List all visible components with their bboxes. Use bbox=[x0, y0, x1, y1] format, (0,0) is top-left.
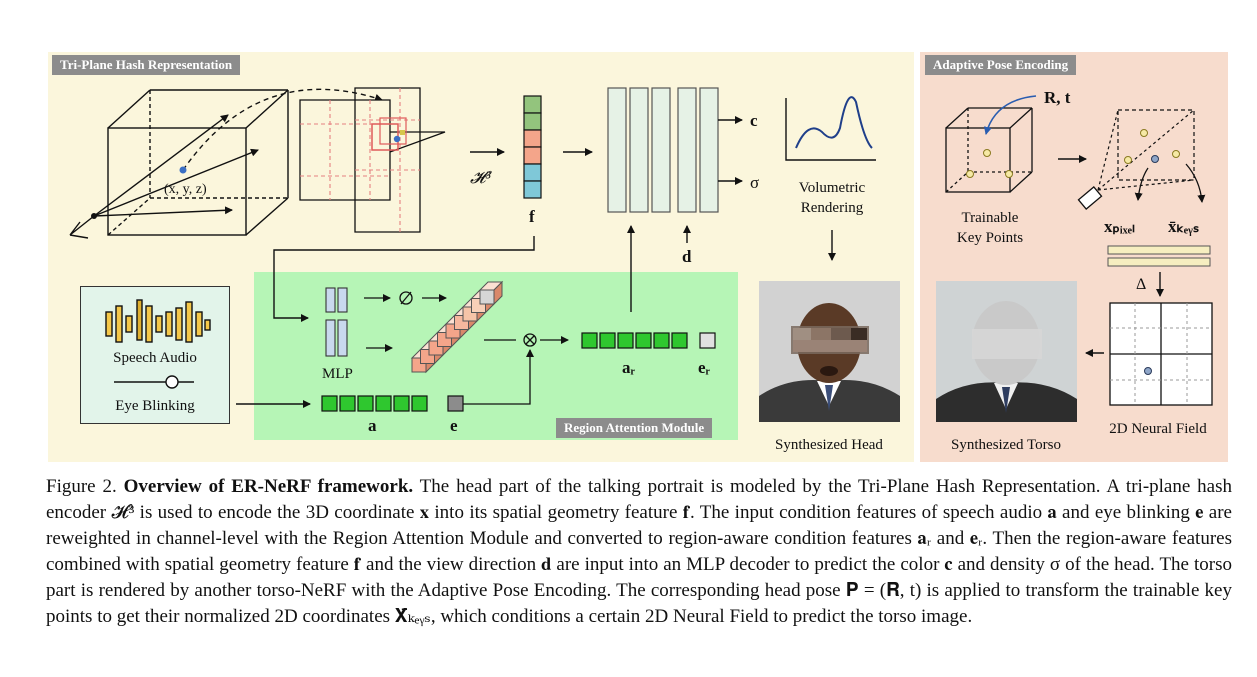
blink-feature-e bbox=[447, 395, 464, 412]
sigmoid-icon bbox=[399, 291, 413, 305]
triplane-title: Tri-Plane Hash Representation bbox=[52, 55, 241, 75]
sample-point bbox=[179, 166, 187, 174]
attention-mlp bbox=[325, 287, 348, 357]
pose-rt-label: R, t bbox=[1044, 88, 1071, 107]
keypoint-cube bbox=[945, 107, 1033, 193]
region-attention-title: Region Attention Module bbox=[556, 418, 713, 438]
caption-prefix: Figure 2. bbox=[46, 476, 124, 497]
pixel-point bbox=[1151, 155, 1159, 163]
projected-keypoint bbox=[1124, 156, 1132, 164]
feature-vector-f bbox=[523, 95, 542, 199]
attention-weight-stack bbox=[410, 280, 504, 374]
field-query-point bbox=[1144, 367, 1152, 375]
grid-sample-point bbox=[393, 135, 401, 143]
arrow-condition-to-multiply bbox=[460, 349, 534, 405]
camera-icon bbox=[1077, 186, 1103, 210]
key-points-label: Key Points bbox=[957, 230, 1023, 246]
synthesized-torso-image bbox=[936, 281, 1077, 422]
synthesized-head-image bbox=[759, 281, 900, 422]
region-aware-feature-er bbox=[699, 332, 716, 349]
neural-field-label: 2D Neural Field bbox=[1109, 421, 1207, 437]
projected-keypoint bbox=[1140, 129, 1148, 137]
arrow-to-xkeys bbox=[1185, 163, 1206, 203]
keypoint bbox=[966, 170, 974, 178]
multiply-icon bbox=[523, 333, 537, 347]
weight-cube-side bbox=[493, 280, 503, 306]
keypoint bbox=[1005, 170, 1013, 178]
eye-blinking-label: Eye Blinking bbox=[115, 398, 195, 414]
arrow-to-xpixel bbox=[1134, 167, 1149, 201]
projected-keypoint bbox=[1172, 150, 1180, 158]
x-keys-label: x̄ₖₑᵧₛ bbox=[1168, 217, 1199, 236]
waveform-icon bbox=[105, 299, 211, 343]
rendering-curve bbox=[785, 96, 876, 161]
ar-label: aᵣ bbox=[622, 358, 636, 377]
hash-cell bbox=[400, 130, 405, 135]
blink-e-label: e bbox=[450, 416, 458, 435]
mlp-label: MLP bbox=[322, 366, 353, 382]
synthesized-head-label: Synthesized Head bbox=[775, 437, 883, 453]
figure-caption: Figure 2. Overview of ER-NeRF framework.… bbox=[46, 474, 1232, 630]
coord-label: (x, y, z) bbox=[164, 182, 207, 197]
arrow-f-to-attention bbox=[273, 236, 535, 322]
feature-f-label: f bbox=[529, 207, 535, 226]
camera-rays bbox=[69, 88, 383, 239]
adaptive-pose-title: Adaptive Pose Encoding bbox=[925, 55, 1077, 75]
density-sigma-label: σ bbox=[750, 173, 759, 192]
delta-label: Δ bbox=[1136, 276, 1146, 293]
rendering-label: Rendering bbox=[801, 200, 864, 216]
audio-feature-a bbox=[321, 395, 428, 412]
er-label: eᵣ bbox=[698, 358, 711, 377]
caption-title: Overview of ER-NeRF framework. bbox=[123, 476, 414, 497]
color-c-label: c bbox=[750, 111, 758, 130]
mlp-decoder bbox=[607, 87, 719, 213]
camera-origin bbox=[91, 213, 97, 219]
speech-audio-label: Speech Audio bbox=[113, 350, 197, 366]
keypoint bbox=[983, 149, 991, 157]
audio-a-label: a bbox=[368, 416, 377, 435]
weight-cube-front bbox=[479, 289, 495, 305]
projection-plane bbox=[1097, 109, 1195, 191]
blink-slider-icon bbox=[114, 375, 194, 389]
synthesized-torso-label: Synthesized Torso bbox=[951, 437, 1061, 453]
neural-field-grid bbox=[1109, 302, 1213, 406]
hash-encoder-label: 𝓗³ bbox=[470, 168, 492, 187]
trainable-label: Trainable bbox=[962, 210, 1019, 226]
caption-body: The head part of the talking portrait is… bbox=[46, 476, 1232, 627]
x-pixel-label: xₚᵢₓₑₗ bbox=[1104, 217, 1135, 236]
direction-d-label: d bbox=[682, 247, 692, 266]
tri-plane-icon bbox=[299, 87, 446, 233]
volumetric-label: Volumetric bbox=[799, 180, 866, 196]
keys-encoding-bars bbox=[1107, 245, 1211, 267]
pose-transform-arrow bbox=[983, 95, 1037, 135]
sampling-cube bbox=[107, 89, 289, 236]
speech-audio-box bbox=[80, 286, 230, 424]
region-aware-feature-ar bbox=[581, 332, 688, 349]
